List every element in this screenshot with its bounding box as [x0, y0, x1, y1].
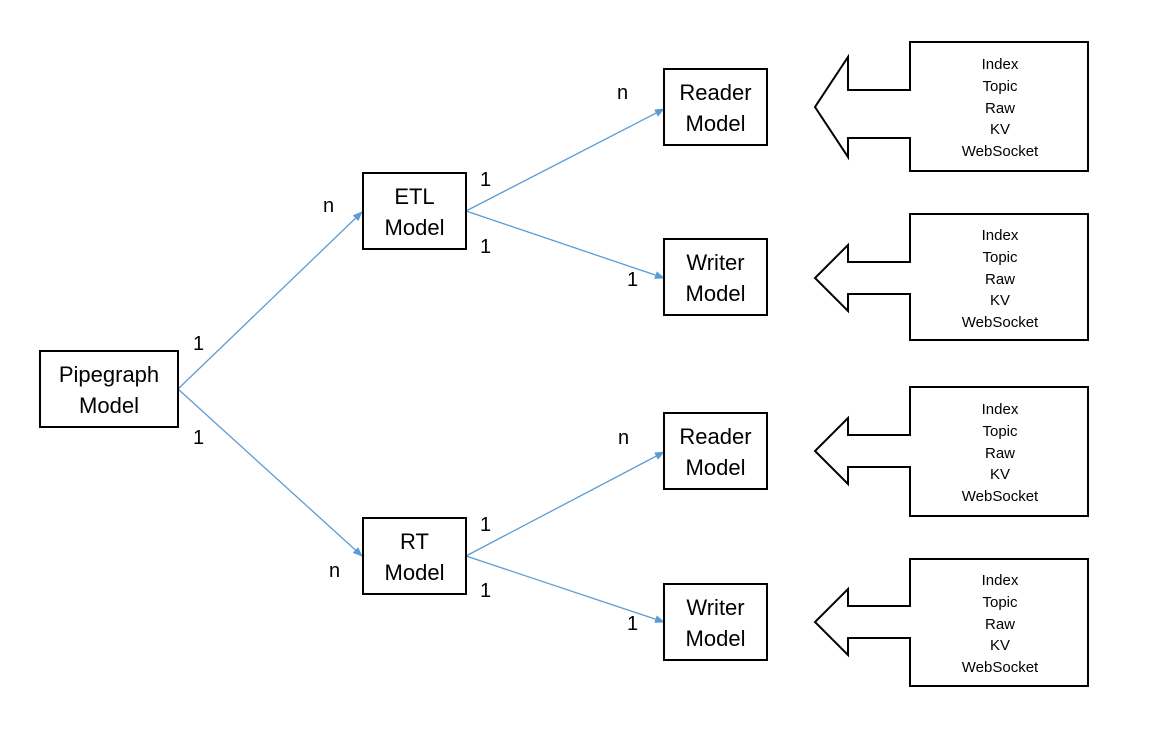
multiplicity-pipegraph-etl-target: n [323, 195, 334, 217]
rt-model-line1: RT [400, 529, 429, 554]
edge-rt-reader [465, 451, 665, 557]
source-card-1-item-5: WebSocket [962, 143, 1039, 160]
writer-model-node-etl: Writer Model [663, 238, 768, 316]
source-card-1: Index Topic Raw KV WebSocket [813, 41, 1089, 172]
pipegraph-model-line2: Model [79, 393, 139, 418]
edge-pipegraph-etl [177, 211, 363, 390]
reader-model-node-etl: Reader Model [663, 68, 768, 146]
source-card-3-item-1: Index [982, 401, 1019, 418]
multiplicity-pipegraph-rt-source: 1 [193, 427, 204, 449]
source-card-2: Index Topic Raw KV WebSocket [813, 213, 1089, 341]
left-block-arrow-icon [813, 213, 1089, 341]
etl-model-line2: Model [385, 215, 445, 240]
source-card-2-item-1: Index [982, 227, 1019, 244]
rt-model-node: RT Model [362, 517, 467, 595]
source-card-4-item-5: WebSocket [962, 659, 1039, 676]
source-card-1-item-3: Raw [985, 100, 1015, 117]
source-card-2-item-4: KV [990, 292, 1010, 309]
multiplicity-etl-reader-target: n [617, 82, 628, 104]
etl-model-line1: ETL [394, 184, 434, 209]
multiplicity-rt-reader-target: n [618, 427, 629, 449]
source-card-4: Index Topic Raw KV WebSocket [813, 558, 1089, 687]
writer-model-rt-line1: Writer [686, 595, 744, 620]
writer-model-etl-line1: Writer [686, 250, 744, 275]
edge-rt-writer [465, 555, 665, 623]
multiplicity-rt-writer-source: 1 [480, 580, 491, 602]
source-card-3-item-5: WebSocket [962, 488, 1039, 505]
source-card-2-item-2: Topic [982, 249, 1018, 266]
source-card-1-item-4: KV [990, 121, 1010, 138]
left-block-arrow-icon [813, 386, 1089, 517]
pipegraph-model-node: Pipegraph Model [39, 350, 179, 428]
multiplicity-pipegraph-rt-target: n [329, 560, 340, 582]
reader-model-rt-line2: Model [686, 455, 746, 480]
writer-model-etl-line2: Model [686, 281, 746, 306]
source-card-3-item-3: Raw [985, 445, 1015, 462]
etl-model-node: ETL Model [362, 172, 467, 250]
source-card-1-item-2: Topic [982, 78, 1018, 95]
multiplicity-etl-reader-source: 1 [480, 169, 491, 191]
pipegraph-model-line1: Pipegraph [59, 362, 159, 387]
edge-pipegraph-rt [177, 388, 363, 557]
left-block-arrow-icon [813, 41, 1089, 172]
reader-model-etl-line1: Reader [679, 80, 751, 105]
source-card-4-item-2: Topic [982, 594, 1018, 611]
reader-model-rt-line1: Reader [679, 424, 751, 449]
multiplicity-pipegraph-etl-source: 1 [193, 333, 204, 355]
source-card-4-item-4: KV [990, 637, 1010, 654]
source-card-1-item-1: Index [982, 56, 1019, 73]
writer-model-rt-line2: Model [686, 626, 746, 651]
multiplicity-etl-writer-target: 1 [627, 269, 638, 291]
reader-model-node-rt: Reader Model [663, 412, 768, 490]
left-block-arrow-icon [813, 558, 1089, 687]
source-card-3-item-2: Topic [982, 423, 1018, 440]
source-card-2-item-3: Raw [985, 271, 1015, 288]
source-card-4-item-3: Raw [985, 616, 1015, 633]
multiplicity-etl-writer-source: 1 [480, 236, 491, 258]
writer-model-node-rt: Writer Model [663, 583, 768, 661]
reader-model-etl-line2: Model [686, 111, 746, 136]
edge-etl-writer [465, 210, 665, 279]
multiplicity-rt-reader-source: 1 [480, 514, 491, 536]
source-card-4-item-1: Index [982, 572, 1019, 589]
edge-etl-reader [465, 108, 665, 212]
rt-model-line2: Model [385, 560, 445, 585]
source-card-2-item-5: WebSocket [962, 314, 1039, 331]
multiplicity-rt-writer-target: 1 [627, 613, 638, 635]
source-card-3: Index Topic Raw KV WebSocket [813, 386, 1089, 517]
source-card-3-item-4: KV [990, 466, 1010, 483]
